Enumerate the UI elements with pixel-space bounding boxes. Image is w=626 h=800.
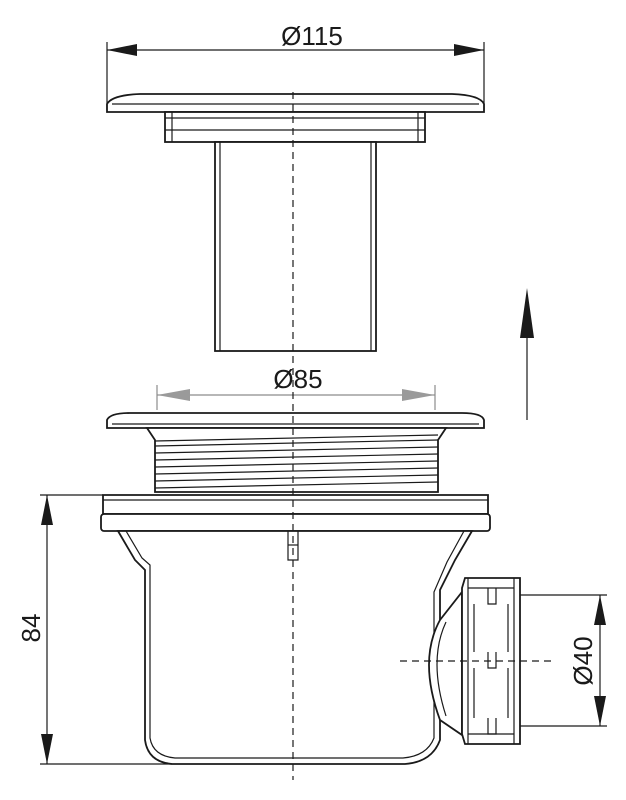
outlet-diameter-label: Ø40 (568, 636, 598, 685)
body-cup (116, 530, 474, 765)
assembly-direction-arrow (520, 288, 534, 420)
dimension-body-height: 84 (16, 494, 172, 765)
dimension-outlet-diameter: Ø40 (520, 594, 607, 727)
flange-plate (106, 412, 485, 429)
dimension-grate-diameter: Ø115 (106, 21, 485, 110)
grate-collar (164, 111, 426, 143)
grate-diameter-label: Ø115 (281, 21, 343, 51)
thread-lines (154, 434, 439, 489)
threaded-section (145, 427, 448, 493)
inner-tube (214, 141, 377, 352)
body-top-ring (100, 494, 491, 532)
flange-diameter-label: Ø85 (273, 364, 322, 394)
body-height-label: 84 (16, 614, 46, 643)
dimension-flange-diameter: Ø85 (156, 364, 436, 410)
grate-plate (106, 93, 485, 113)
